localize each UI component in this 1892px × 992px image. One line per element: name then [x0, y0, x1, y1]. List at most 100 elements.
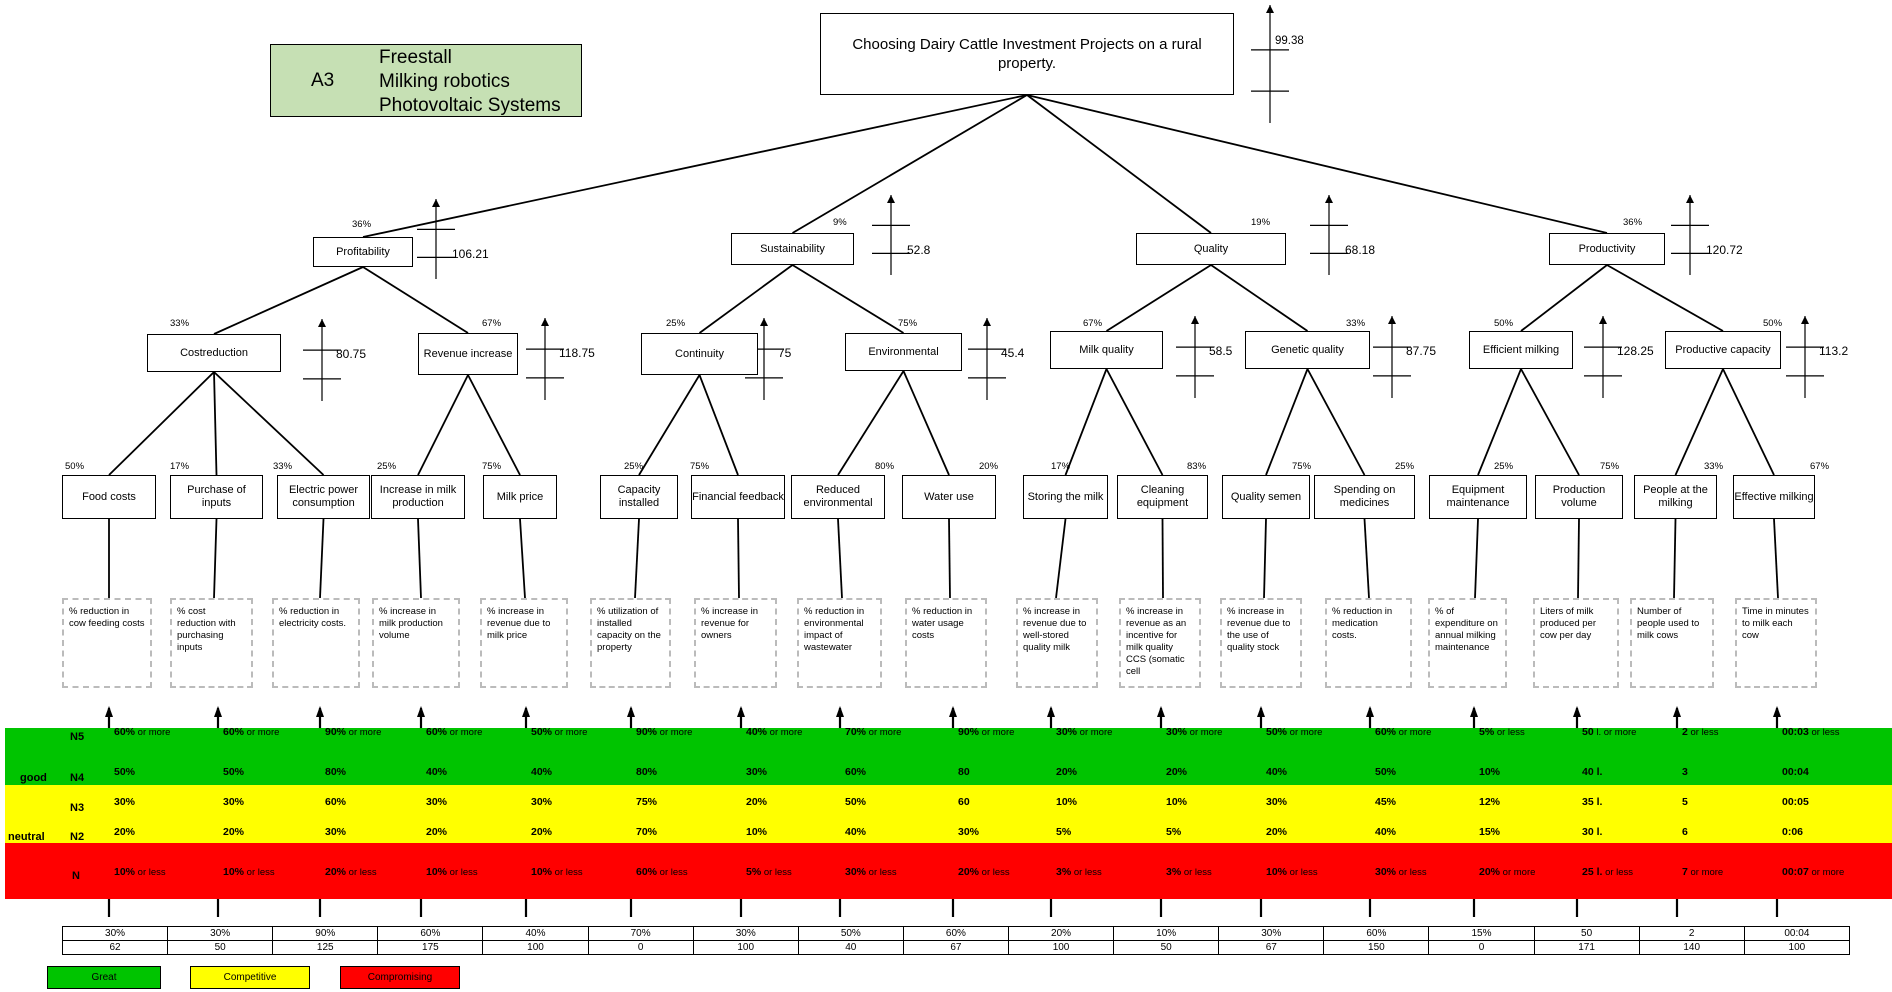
scale-level-text: 50% — [1375, 766, 1396, 778]
criterion-score-glyph-arrowhead — [1325, 195, 1333, 203]
scale-level-qualifier: or less — [552, 867, 583, 878]
performance-score-cell: 62 — [61, 940, 169, 955]
scale-level-qualifier: or less — [979, 867, 1010, 878]
performance-score-cell: 40 — [797, 940, 904, 955]
scale-level-text: 20% — [1166, 766, 1187, 778]
leaf-criterion-label: Reduced environmental — [803, 484, 873, 509]
subcriterion-label: Productive capacity — [1675, 343, 1771, 356]
scale-level-value: 30% — [746, 766, 768, 778]
scale-level-text: 40% — [1266, 766, 1287, 778]
scale-level-text: 00:04 — [1782, 766, 1809, 778]
scale-level-qualifier: or more — [135, 727, 171, 738]
criterion-to-subcriterion-line — [1606, 264, 1724, 332]
indicator-text: Number of people used to milk cows — [1637, 606, 1700, 641]
subcriterion-box: Environmental — [845, 333, 962, 371]
scale-level-value: 20% — [325, 866, 347, 878]
scale-level-value: 60% — [845, 766, 867, 778]
subcriterion-to-leaf-line — [1105, 368, 1164, 476]
leaf-weight: 25% — [377, 461, 397, 472]
criterion-label: Quality — [1193, 242, 1229, 255]
leaf-criterion-label: Equipment maintenance — [1446, 484, 1510, 509]
criterion-to-subcriterion-line — [362, 266, 469, 334]
performance-score-cell: 100 — [1007, 940, 1115, 955]
level-label-n3: N3 — [70, 802, 85, 814]
criterion-to-subcriterion-line — [1520, 264, 1608, 332]
scale-level-value: 10% — [426, 866, 448, 878]
leaf-to-indicator-line — [1577, 518, 1580, 599]
subcriterion-to-leaf-line — [417, 374, 469, 476]
criterion-score-glyph-arrowhead — [432, 199, 440, 207]
performance-score-cell: 171 — [1533, 940, 1640, 955]
indicator-box: % increase in revenue due to milk price — [480, 598, 568, 688]
scale-level-text: 60% or more — [1375, 726, 1431, 738]
scale-level-value: 80 — [958, 766, 970, 778]
performance-score-cell: 175 — [377, 940, 484, 955]
scale-level-value: 80% — [325, 766, 347, 778]
leaf-weight: 75% — [1292, 461, 1312, 472]
leaf-criterion-box: Food costs — [62, 475, 156, 519]
subcriterion-score-glyph-arrowhead — [760, 318, 768, 326]
scale-level-value: 90% — [325, 726, 347, 738]
scale-level-value: 3 — [1682, 766, 1688, 778]
leaf-to-indicator-line — [1773, 518, 1779, 599]
scale-level-text: 50% — [114, 766, 135, 778]
performance-score-cell: 150 — [1323, 940, 1430, 955]
leaf-to-indicator-line — [319, 518, 325, 599]
scale-level-text: 60% or more — [223, 726, 279, 738]
scale-level-text: 60% or more — [426, 726, 482, 738]
scale-level-qualifier: or more — [866, 727, 902, 738]
subcriterion-box: Productive capacity — [1665, 331, 1781, 369]
leaf-criterion-label: Production volume — [1552, 484, 1606, 509]
performance-score-cell: 125 — [272, 940, 379, 955]
leaf-to-indicator-line — [737, 518, 740, 599]
performance-value-cell: 20% — [1007, 926, 1115, 941]
indicator-text: % increase in revenue due to the use of … — [1227, 606, 1291, 653]
scale-axis-arrowhead — [1773, 706, 1781, 717]
leaf-criterion-label: Purchase of inputs — [187, 484, 246, 509]
leaf-to-indicator-line — [213, 518, 218, 599]
criterion-box-productivity: Productivity — [1549, 233, 1665, 265]
criterion-box-profitability: Profitability — [313, 237, 413, 267]
indicator-text: % utilization of installed capacity on t… — [597, 606, 661, 653]
scale-level-value: 60% — [325, 796, 347, 808]
band-great — [5, 728, 1892, 785]
scale-level-value: 30 l. — [1582, 826, 1603, 838]
subcriterion-score-glyph-arrowhead — [1599, 316, 1607, 324]
scale-level-value: 3% — [1166, 866, 1182, 878]
scale-axis-arrowhead — [1157, 706, 1165, 717]
criterion-weight: 36% — [1623, 217, 1643, 228]
alternative-box: A3 Freestall Milking robotics Photovolta… — [270, 44, 582, 117]
scale-level-value: 10% — [1479, 766, 1501, 778]
scale-level-text: 30% — [1266, 796, 1287, 808]
subcriterion-score-glyph-arrowhead — [318, 319, 326, 327]
subcriterion-weight: 33% — [1346, 318, 1366, 329]
subcriterion-label: Revenue increase — [423, 347, 513, 360]
scale-level-value: 00:05 — [1782, 796, 1809, 808]
leaf-criterion-label: Increase in milk production — [379, 484, 457, 509]
indicator-text: % reduction in water usage costs — [912, 606, 973, 641]
performance-value-cell: 30% — [61, 926, 169, 941]
scale-axis-arrowhead — [836, 706, 844, 717]
root-to-criterion-line — [1026, 94, 1608, 234]
scale-level-text: 3% or less — [1056, 866, 1102, 878]
subcriterion-weight: 67% — [1083, 318, 1103, 329]
subcriterion-to-leaf-line — [638, 374, 701, 476]
leaf-to-indicator-line — [1055, 518, 1067, 599]
scale-axis-arrowhead — [1673, 706, 1681, 717]
subcriterion-label: Environmental — [868, 345, 939, 358]
scale-level-value: 50% — [531, 726, 553, 738]
performance-score-cell: 0 — [1428, 940, 1535, 955]
scale-level-text: 20% — [1056, 766, 1077, 778]
indicator-text: % reduction in environmental impact of w… — [804, 606, 865, 653]
scale-level-value: 6 — [1682, 826, 1688, 838]
subcriterion-score-glyph-arrowhead — [1388, 316, 1396, 324]
subcriterion-score-glyph-arrowhead — [541, 318, 549, 326]
performance-value-cell: 15% — [1428, 926, 1535, 941]
subcriterion-box: Efficient milking — [1469, 331, 1573, 369]
scale-level-qualifier: l. or more — [1593, 727, 1637, 738]
scale-level-qualifier: or less — [866, 867, 897, 878]
subcriterion-score: 45.4 — [1001, 346, 1025, 360]
root-objective-box: Choosing Dairy Cattle Investment Project… — [820, 13, 1234, 95]
criterion-score: 68.18 — [1345, 243, 1376, 257]
scale-level-text: 80% — [325, 766, 346, 778]
